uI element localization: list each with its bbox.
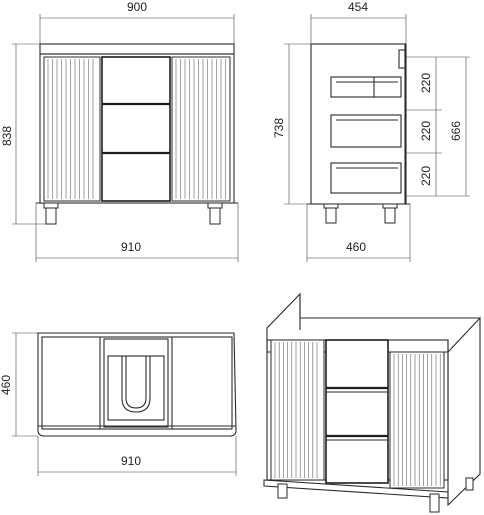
iso-right-door-flutes xyxy=(393,354,441,486)
dim-front-width-base: 910 xyxy=(121,240,141,254)
front-view: 900 838 910 xyxy=(0,0,239,262)
top-view: 460 910 xyxy=(0,332,237,476)
dim-front-height: 838 xyxy=(0,126,14,146)
side-view: 454 738 460 220 220 220 666 xyxy=(272,0,470,262)
dim-drawer-2: 220 xyxy=(419,121,433,141)
dim-side-height: 738 xyxy=(272,118,286,138)
side-drawer-profiles xyxy=(330,76,402,194)
iso-left-door-flutes xyxy=(274,342,318,478)
dim-side-depth-top: 454 xyxy=(348,0,368,14)
dim-front-width-top: 900 xyxy=(127,0,147,14)
dim-top-view-width: 910 xyxy=(121,454,141,468)
isometric-view xyxy=(263,292,481,513)
front-right-door-flutes xyxy=(175,59,226,199)
dim-side-depth-base: 460 xyxy=(346,240,366,254)
front-left-door-flutes xyxy=(47,59,94,199)
dim-drawer-3: 220 xyxy=(419,166,433,186)
dim-drawer-1: 220 xyxy=(419,73,433,93)
dim-top-view-depth: 460 xyxy=(0,375,13,395)
dim-side-inner-height: 666 xyxy=(449,121,463,141)
